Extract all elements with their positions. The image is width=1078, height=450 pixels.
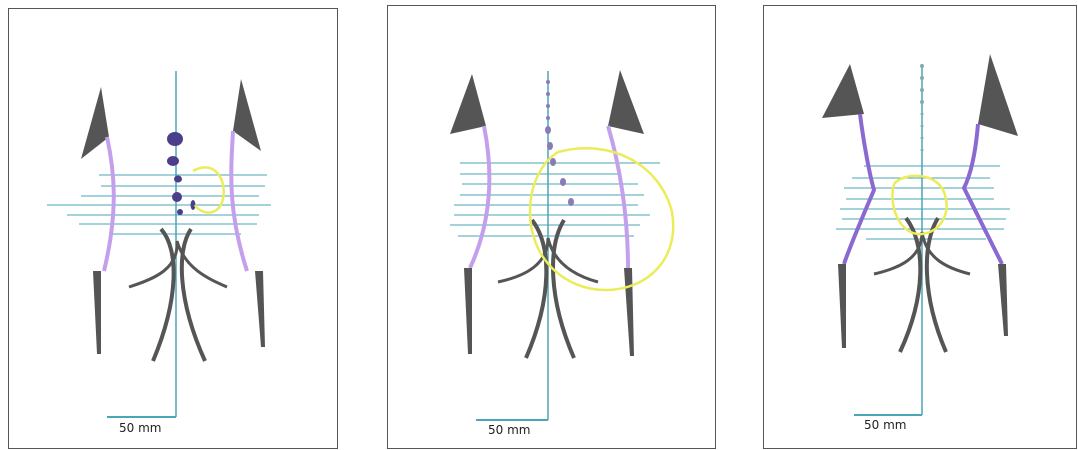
body-diagram-3	[764, 6, 1078, 450]
left-shoulder-outline	[450, 74, 486, 134]
right-thigh-outline	[624, 268, 634, 356]
left-flank-highlight	[844, 114, 874, 264]
body-diagram-panel-1: 50 mm	[8, 8, 338, 449]
right-gluteal-fold	[553, 220, 574, 358]
right-gluteal-fold	[927, 218, 946, 352]
region-circle	[193, 167, 224, 212]
left-thigh-outline	[464, 268, 472, 354]
body-diagram-1	[9, 9, 339, 450]
right-flank-highlight	[231, 131, 247, 271]
right-thigh-outline	[998, 264, 1008, 336]
lesion-dots	[167, 132, 196, 215]
horizontal-guides	[450, 163, 660, 236]
right-shoulder-outline	[978, 54, 1018, 136]
right-flank-highlight	[964, 124, 1002, 264]
right-thigh-outline	[255, 271, 265, 347]
left-gluteal-fold	[153, 229, 174, 361]
buttocks-outline	[129, 241, 227, 287]
left-shoulder-outline	[822, 64, 864, 118]
right-flank-highlight	[608, 126, 628, 268]
left-shoulder-outline	[81, 87, 109, 159]
scale-label: 50 mm	[488, 423, 530, 437]
left-flank-highlight	[104, 137, 114, 271]
right-shoulder-outline	[608, 70, 644, 134]
left-thigh-outline	[93, 271, 101, 354]
left-gluteal-fold	[526, 220, 546, 358]
lesion-dots	[545, 80, 574, 206]
body-diagram-panel-2: 50 mm	[387, 5, 716, 449]
body-diagram-2	[388, 6, 717, 450]
body-diagram-panel-3: 50 mm	[763, 5, 1077, 449]
left-thigh-outline	[838, 264, 846, 348]
scale-label: 50 mm	[119, 421, 161, 435]
right-shoulder-outline	[233, 79, 261, 151]
scale-label: 50 mm	[864, 418, 906, 432]
right-gluteal-fold	[182, 229, 205, 361]
region-circle	[892, 176, 946, 234]
region-circle	[530, 148, 673, 290]
left-flank-highlight	[470, 126, 489, 268]
left-gluteal-fold	[900, 218, 920, 352]
